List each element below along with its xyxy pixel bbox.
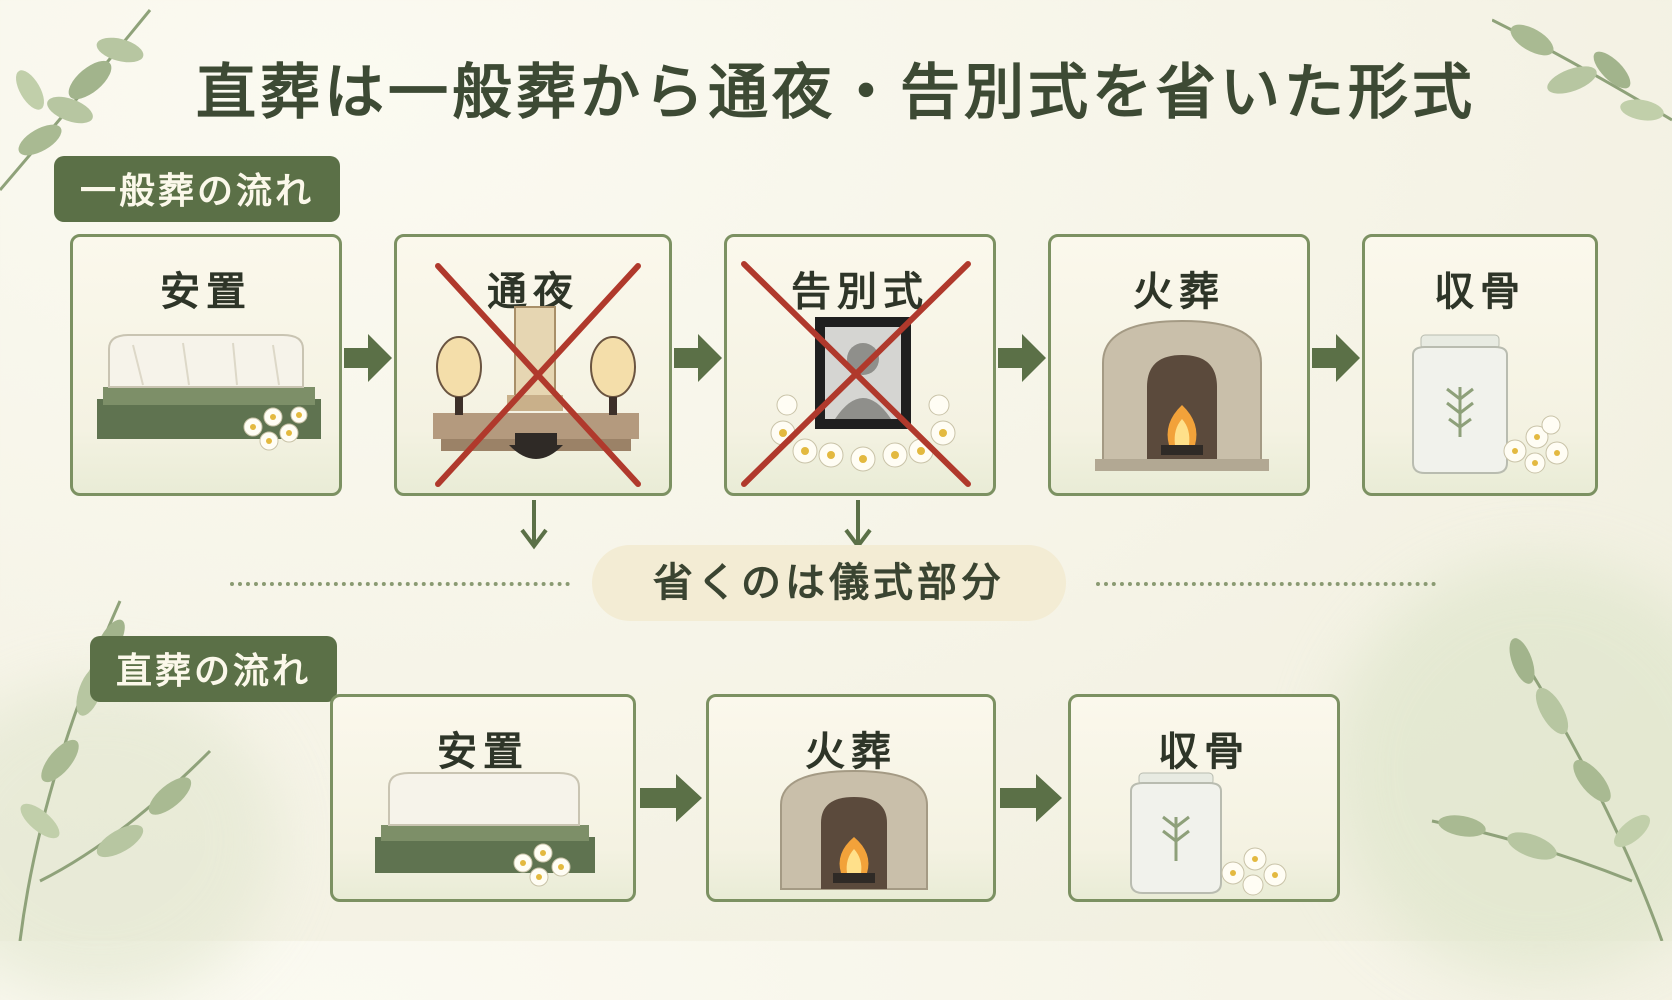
step-label: 火葬: [1133, 268, 1225, 315]
omitted-cross-tsuya-icon: [435, 263, 641, 487]
direct-step-kaso-card: 火葬: [706, 694, 996, 902]
direct-step-shukotsu-card: 収骨: [1068, 694, 1340, 902]
coffin-icon: [375, 772, 595, 887]
coffin-icon: [97, 334, 321, 451]
leaf-branch-bottom-left-icon: [18, 600, 212, 941]
general-step-anchi-card: 安置: [70, 234, 342, 496]
omitted-cross-kokubetsushiki-icon: [741, 261, 971, 487]
arrow-right-icon: [344, 334, 392, 382]
urn-icon: [1130, 772, 1287, 896]
arrow-right-icon: [1312, 334, 1360, 382]
furnace-icon: [1095, 319, 1269, 471]
direct-flow-label: 直葬の流れ: [90, 636, 338, 702]
arrow-down-icon: [844, 500, 872, 550]
arrow-right-icon: [1000, 774, 1062, 822]
page-title: 直葬は一般葬から通夜・告別式を省いた形式: [196, 58, 1476, 128]
bg-wash-right: [1330, 560, 1672, 980]
leaf-branch-top-left-icon: [0, 9, 152, 191]
step-label: 告別式: [791, 268, 929, 315]
general-step-tsuya-card: 通夜: [394, 234, 672, 496]
leaf-branch-bottom-right-icon: [1431, 638, 1664, 941]
arrow-right-icon: [640, 774, 702, 822]
direct-step-anchi-card: 安置: [330, 694, 636, 902]
step-label: 安置: [437, 728, 529, 775]
arrow-down-icon: [520, 500, 548, 550]
leaf-branch-top-right-icon: [1492, 18, 1672, 122]
furnace-icon: [780, 769, 928, 890]
step-label: 安置: [160, 268, 252, 315]
general-step-shukotsu-card: 収骨: [1362, 234, 1598, 496]
note-pill: 省くのは儀式部分: [592, 545, 1066, 621]
dotted-divider-left: [230, 582, 570, 586]
urn-icon: [1412, 334, 1569, 474]
arrow-right-icon: [998, 334, 1046, 382]
arrow-right-icon: [674, 334, 722, 382]
step-label: 収骨: [1434, 268, 1526, 315]
general-flow-label: 一般葬の流れ: [54, 156, 341, 222]
step-label: 収骨: [1158, 728, 1250, 775]
general-step-kaso-card: 火葬: [1048, 234, 1310, 496]
step-label: 火葬: [805, 728, 897, 775]
dotted-divider-right: [1096, 582, 1436, 586]
